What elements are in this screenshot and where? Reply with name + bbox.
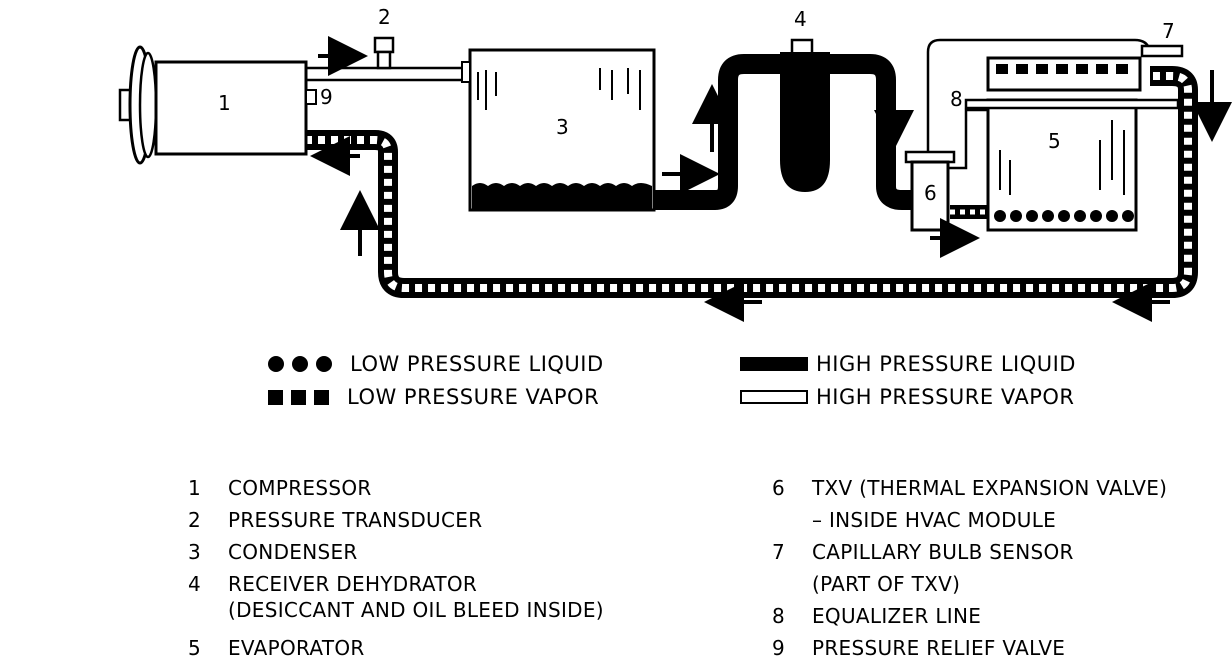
receiver-dehydrator: [780, 38, 830, 192]
condenser: [461, 48, 656, 212]
legend-low-vapor-label: LOW PRESSURE VAPOR: [347, 385, 600, 409]
part-name: COMPRESSOR: [228, 476, 372, 500]
part-item: 8 EQUALIZER LINE: [772, 600, 1167, 632]
part-name: PRESSURE RELIEF VALVE: [812, 636, 1066, 660]
high-vapor-symbol: [740, 390, 808, 404]
legend-high-liquid-label: HIGH PRESSURE LIQUID: [816, 352, 1076, 376]
label-3: 3: [556, 115, 569, 139]
part-item: 9 PRESSURE RELIEF VALVE: [772, 632, 1167, 664]
legend-low-pressure-vapor: LOW PRESSURE VAPOR: [268, 385, 599, 409]
part-name: TXV (THERMAL EXPANSION VALVE): [812, 476, 1168, 500]
label-9: 9: [320, 85, 333, 109]
part-number: 6: [772, 476, 786, 500]
part-number: 7: [772, 540, 786, 564]
evaporator: [986, 56, 1142, 232]
parts-list-right: 6 TXV (THERMAL EXPANSION VALVE) – INSIDE…: [772, 472, 1167, 664]
part-item: 1 COMPRESSOR: [188, 472, 604, 504]
capillary-bulb-sensor: [1140, 44, 1184, 58]
legend-low-liquid-label: LOW PRESSURE LIQUID: [350, 352, 604, 376]
legend-high-pressure-vapor: HIGH PRESSURE VAPOR: [740, 385, 1075, 409]
part-name: RECEIVER DEHYDRATOR: [228, 572, 478, 596]
part-item: 6 TXV (THERMAL EXPANSION VALVE): [772, 472, 1167, 504]
flow-arrows: [310, 36, 1232, 322]
part-number: 9: [772, 636, 786, 660]
part-name: PRESSURE TRANSDUCER: [228, 508, 483, 532]
label-6: 6: [924, 181, 937, 205]
part-number: 2: [188, 508, 202, 532]
legend-low-pressure-liquid: LOW PRESSURE LIQUID: [268, 352, 604, 376]
legend-high-vapor-label: HIGH PRESSURE VAPOR: [816, 385, 1075, 409]
parts-list-left: 1 COMPRESSOR 2 PRESSURE TRANSDUCER 3 CON…: [188, 472, 604, 664]
high-liquid-symbol: [740, 357, 808, 371]
part-item: 7 CAPILLARY BULB SENSOR: [772, 536, 1167, 568]
label-2: 2: [378, 5, 391, 29]
part-name: EQUALIZER LINE: [812, 604, 982, 628]
low-vapor-symbol: [268, 389, 329, 405]
compressor: [118, 45, 317, 165]
part-item: 4 RECEIVER DEHYDRATOR: [188, 568, 604, 600]
part-number: 1: [188, 476, 202, 500]
part-number: 3: [188, 540, 202, 564]
part-number: 8: [772, 604, 786, 628]
part-name: CAPILLARY BULB SENSOR: [812, 540, 1074, 564]
label-8: 8: [950, 87, 963, 111]
label-4: 4: [794, 7, 807, 31]
pressure-transducer: [373, 36, 395, 70]
part-continuation: (PART OF TXV): [812, 572, 961, 596]
part-name: EVAPORATOR: [228, 636, 365, 660]
label-7: 7: [1162, 19, 1175, 43]
equalizer-line: [964, 98, 1180, 110]
part-number: 5: [188, 636, 202, 660]
part-name: CONDENSER: [228, 540, 358, 564]
low-liquid-symbol: [268, 356, 332, 372]
part-continuation: – INSIDE HVAC MODULE: [812, 508, 1057, 532]
label-5: 5: [1048, 129, 1061, 153]
part-item: 5 EVAPORATOR: [188, 632, 604, 664]
part-number: 4: [188, 572, 202, 596]
legend-high-pressure-liquid: HIGH PRESSURE LIQUID: [740, 352, 1076, 376]
label-1: 1: [218, 91, 231, 115]
ac-system-diagram: 1 2 3 4 5 6 7 8 9: [118, 5, 1232, 322]
low-pressure-vapor-line: [305, 66, 1198, 298]
part-continuation: (DESICCANT AND OIL BLEED INSIDE): [228, 598, 604, 622]
part-item: 3 CONDENSER: [188, 536, 604, 568]
part-item: 2 PRESSURE TRANSDUCER: [188, 504, 604, 536]
high-pressure-vapor-line: [303, 66, 469, 82]
